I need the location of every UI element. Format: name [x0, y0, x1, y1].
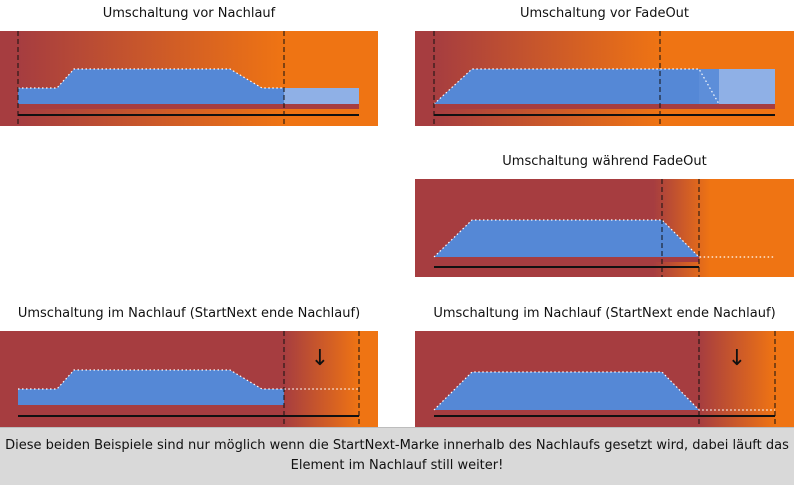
- panel-umschaltung-vor-nachlauf: [0, 31, 378, 126]
- info-note-line2: Element im Nachlauf still weiter!: [290, 458, 504, 473]
- title-p1: Umschaltung vor Nachlauf: [102, 6, 276, 21]
- element-shape: [434, 69, 699, 104]
- element-shape: [18, 370, 284, 405]
- element-shape: [434, 220, 699, 257]
- track-bar: [434, 256, 699, 262]
- panel-umschaltung-im-nachlauf-1: ↓: [0, 331, 378, 427]
- title-p4: Umschaltung im Nachlauf (StartNext ende …: [17, 306, 361, 321]
- title-p5: Umschaltung im Nachlauf (StartNext ende …: [433, 306, 776, 321]
- panel-umschaltung-waehrend-fadeout: [415, 179, 794, 277]
- track-bar: [18, 103, 359, 109]
- element-shape: [434, 372, 699, 410]
- element-shape: [18, 69, 284, 104]
- title-p2: Umschaltung vor FadeOut: [519, 6, 690, 21]
- track-bar: [18, 404, 284, 410]
- info-note-line1: Diese beiden Beispiele sind nur möglich …: [5, 438, 789, 453]
- panel-umschaltung-im-nachlauf-2: ↓: [415, 331, 794, 427]
- panel-umschaltung-vor-fadeout: [415, 31, 794, 126]
- down-arrow-icon: ↓: [311, 346, 329, 371]
- element-outline: [433, 68, 720, 105]
- title-p3: Umschaltung während FadeOut: [502, 154, 707, 169]
- down-arrow-icon: ↓: [728, 346, 746, 371]
- nachlauf-block: [284, 88, 359, 104]
- element-outline: [433, 219, 775, 258]
- track-bar: [434, 103, 775, 109]
- element-outline: [18, 68, 284, 89]
- element-outline: [18, 369, 359, 390]
- info-note: Diese beiden Beispiele sind nur möglich …: [0, 427, 794, 485]
